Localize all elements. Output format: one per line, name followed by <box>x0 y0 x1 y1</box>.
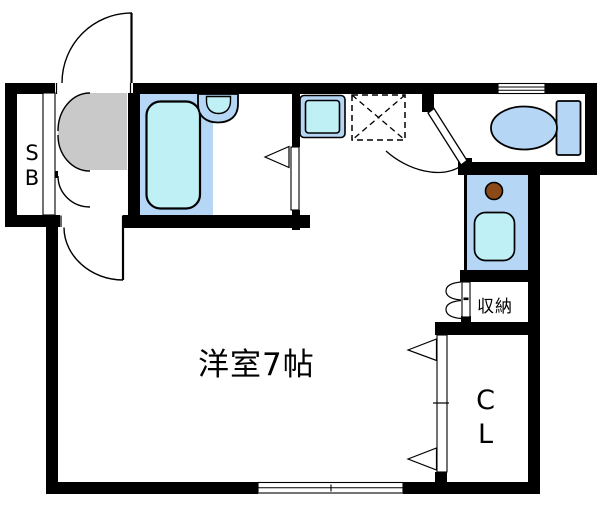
toilet-bowl <box>490 105 558 151</box>
toilet-room-door <box>385 107 468 173</box>
wall-washbasin-bottom <box>460 270 540 282</box>
wall-top-left <box>5 83 55 94</box>
shoe-box-label: SB <box>20 141 44 191</box>
wall-bath-right-upper <box>292 83 300 147</box>
washing-machine-pan <box>299 94 346 139</box>
walls <box>5 83 597 494</box>
bathroom-door <box>263 145 300 211</box>
genkan-lower-door-arc <box>57 175 91 208</box>
wall-top-center <box>133 83 498 94</box>
main-room-label: 洋室7帖 <box>198 347 315 383</box>
closet-door <box>406 334 449 473</box>
wall-bottom-right <box>403 482 540 494</box>
wall-right-upper <box>585 83 597 175</box>
wall-bath-left <box>128 93 140 228</box>
wash-basin <box>473 211 516 262</box>
wall-bath-bottom <box>123 215 310 228</box>
bathroom-folding-door-triangle <box>263 145 290 169</box>
wall-genkan-bottom-left <box>5 215 60 227</box>
storage-label: 収納 <box>477 297 513 317</box>
bath-sink <box>197 93 239 124</box>
toilet-window <box>497 82 546 95</box>
closet-label: CL <box>470 385 501 453</box>
wall-left-upper <box>5 83 17 227</box>
toilet-tank <box>555 100 582 156</box>
washbasin-edge-line <box>464 173 467 270</box>
genkan-floor <box>57 92 127 208</box>
toilet-door-leaf <box>427 107 468 166</box>
wall-storage-bottom <box>435 322 540 335</box>
wall-storage-door-stub <box>461 316 471 323</box>
wall-bottom-left <box>46 482 258 494</box>
wall-top-right <box>545 83 597 94</box>
main-window <box>257 481 404 494</box>
closet-folding-door-triangle-bottom <box>406 447 438 471</box>
entrance-door <box>55 12 133 94</box>
wall-toilet-stub <box>422 93 434 112</box>
bathtub <box>145 100 202 210</box>
toilet <box>490 100 582 156</box>
closet-folding-door-triangle-top <box>406 338 438 362</box>
drain-cap <box>484 181 504 201</box>
refrigerator-space <box>351 94 406 141</box>
main-room-door-arc <box>63 227 124 281</box>
main-room-door <box>60 215 125 281</box>
entrance-door-arc <box>61 12 133 84</box>
wall-closet-stub <box>435 472 447 483</box>
toilet-door-arc <box>385 150 465 173</box>
wall-left-lower <box>46 215 58 494</box>
wall-bath-right-lower <box>292 210 300 230</box>
shoe-box-door <box>42 92 56 216</box>
storage-door <box>445 281 471 320</box>
